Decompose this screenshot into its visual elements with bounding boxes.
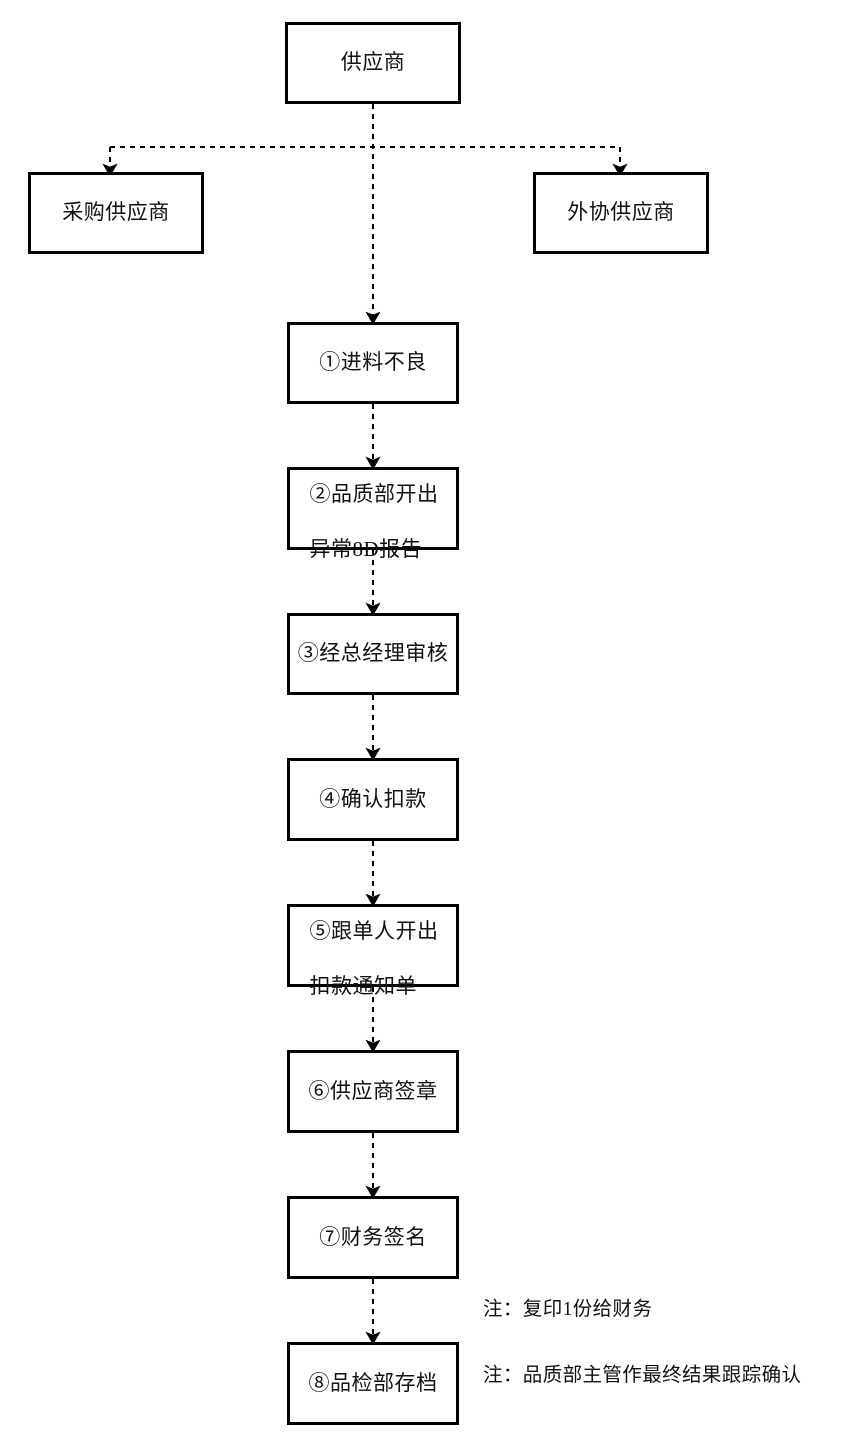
node-step-6-label: ⑥供应商签章 bbox=[308, 1078, 438, 1103]
node-supplier[interactable]: 供应商 bbox=[285, 22, 461, 104]
note-qa-manager-final-confirmation: 注：品质部主管作最终结果跟踪确认 bbox=[483, 1365, 802, 1386]
node-step-7-label: ⑦财务签名 bbox=[319, 1224, 427, 1249]
node-step-2[interactable]: ②品质部开出 异常8D报告 bbox=[287, 467, 459, 561]
node-step-5-line-1: ⑤跟单人开出 bbox=[309, 918, 439, 943]
node-supplier-label: 供应商 bbox=[340, 50, 406, 75]
node-purchasing-supplier-label: 采购供应商 bbox=[62, 200, 170, 225]
node-step-4-label: ④确认扣款 bbox=[319, 786, 427, 811]
node-step-8-label: ⑧品检部存档 bbox=[308, 1370, 438, 1395]
connector-branch-bus bbox=[102, 146, 628, 177]
node-step-2-line-2: 异常8D报告 bbox=[309, 537, 423, 562]
node-step-7[interactable]: ⑦财务签名 bbox=[287, 1196, 459, 1279]
node-step-2-label: ②品质部开出 异常8D报告 bbox=[308, 453, 439, 564]
note-copy-to-finance: 注：复印1份给财务 bbox=[483, 1299, 653, 1320]
node-step-1[interactable]: ①进料不良 bbox=[287, 322, 459, 404]
node-outsourced-supplier-label: 外协供应商 bbox=[567, 200, 675, 225]
node-step-2-line-1: ②品质部开出 bbox=[309, 481, 439, 506]
node-step-1-label: ①进料不良 bbox=[319, 350, 427, 375]
node-step-3[interactable]: ③经总经理审核 bbox=[287, 613, 459, 695]
node-step-5[interactable]: ⑤跟单人开出 扣款通知单 bbox=[287, 904, 459, 998]
node-step-8[interactable]: ⑧品检部存档 bbox=[287, 1342, 459, 1425]
node-step-6[interactable]: ⑥供应商签章 bbox=[287, 1050, 459, 1133]
node-step-4[interactable]: ④确认扣款 bbox=[287, 758, 459, 841]
node-purchasing-supplier[interactable]: 采购供应商 bbox=[28, 172, 204, 254]
node-step-5-label: ⑤跟单人开出 扣款通知单 bbox=[308, 890, 439, 1001]
node-outsourced-supplier[interactable]: 外协供应商 bbox=[533, 172, 709, 254]
node-step-3-label: ③经总经理审核 bbox=[297, 641, 449, 666]
node-step-5-line-2: 扣款通知单 bbox=[309, 974, 417, 999]
